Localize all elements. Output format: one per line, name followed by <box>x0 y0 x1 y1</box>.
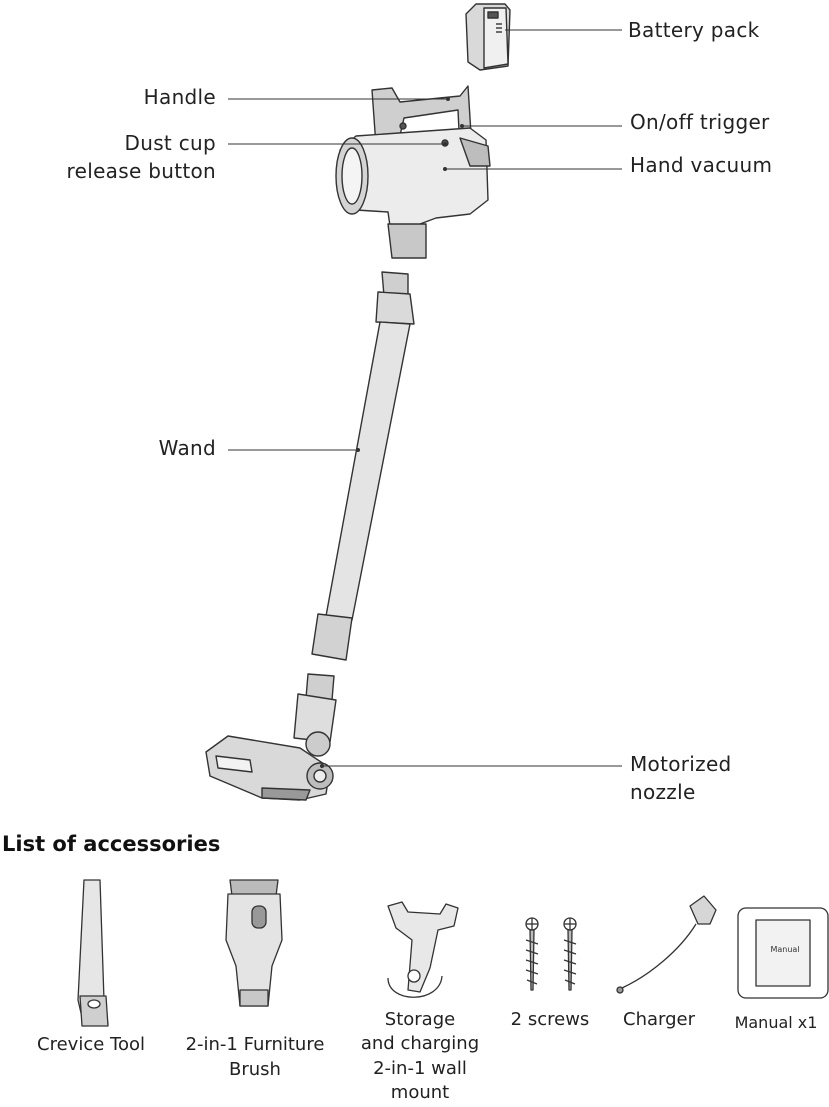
label-handle: Handle <box>143 85 216 109</box>
accessories-heading: List of accessories <box>2 832 221 856</box>
label-mount-line3: 2-in-1 wall <box>373 1058 467 1079</box>
label-dust-cup-line1: Dust cup <box>124 131 216 155</box>
furniture-brush-illustration <box>225 879 283 1007</box>
label-crevice-tool: Crevice Tool <box>37 1034 145 1055</box>
label-on-off-trigger: On/off trigger <box>630 110 770 134</box>
label-manual: Manual x1 <box>734 1013 818 1032</box>
battery-pack-illustration <box>465 3 511 71</box>
manual-illustration <box>737 907 829 999</box>
label-furniture-line1: 2-in-1 Furniture <box>185 1034 325 1055</box>
label-wand: Wand <box>158 436 216 460</box>
label-hand-vacuum: Hand vacuum <box>630 153 773 177</box>
callout-lines <box>228 29 622 767</box>
wall-mount-illustration <box>387 901 459 998</box>
label-motorized-line2: nozzle <box>630 780 696 804</box>
manual-cover-text: Manual <box>770 945 800 954</box>
wand-illustration <box>311 271 415 661</box>
label-dust-cup-line2: release button <box>66 159 216 183</box>
crevice-tool-illustration <box>77 879 109 1027</box>
label-motorized-line1: Motorized <box>630 752 732 776</box>
label-mount-line1: Storage <box>384 1009 456 1030</box>
label-mount-line4: mount <box>390 1082 450 1103</box>
label-charger: Charger <box>623 1009 695 1030</box>
charger-illustration <box>616 895 717 994</box>
label-screws: 2 screws <box>510 1009 590 1030</box>
label-mount-line2: and charging <box>360 1033 480 1054</box>
screws-illustration <box>525 917 577 991</box>
label-furniture-line2: Brush <box>229 1059 281 1080</box>
hand-vacuum-illustration <box>335 85 491 259</box>
label-battery-pack: Battery pack <box>628 18 760 42</box>
motorized-nozzle-illustration <box>205 673 337 801</box>
